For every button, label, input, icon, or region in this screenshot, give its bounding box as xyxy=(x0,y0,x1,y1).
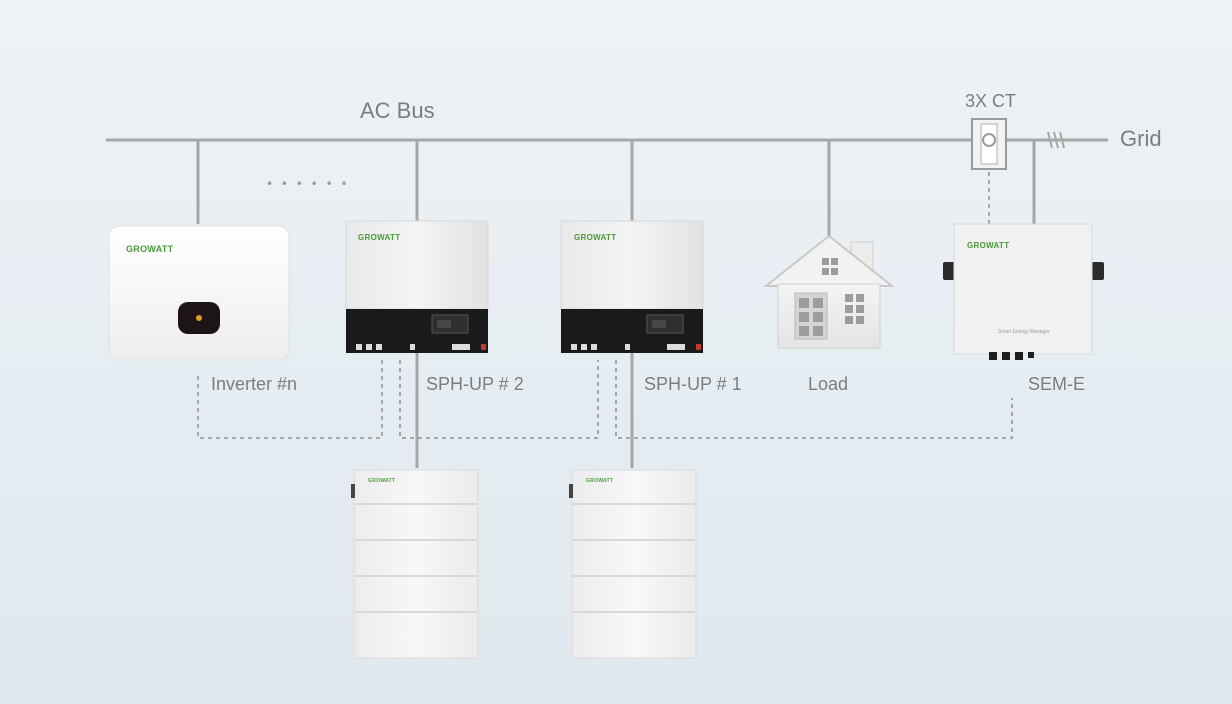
inverter-n-brand: GROWATT xyxy=(126,244,174,254)
inverter-status-led xyxy=(196,315,202,321)
sem-e-brand: GROWATT xyxy=(967,241,1009,250)
ct-label: 3X CT xyxy=(965,91,1016,111)
sem-e-energy-manager: GROWATT Smart Energy Manager xyxy=(943,223,1104,360)
bus-drops xyxy=(196,140,1036,236)
load-label: Load xyxy=(808,374,848,394)
sph-up-1-inverter: GROWATT xyxy=(560,220,704,353)
battery-connections xyxy=(415,353,634,468)
sph-up-2-brand: GROWATT xyxy=(358,233,400,242)
ac-bus-label: AC Bus xyxy=(360,98,435,123)
sph-up-1-brand: GROWATT xyxy=(574,233,616,242)
current-transformer-icon xyxy=(971,118,1007,170)
sem-e-caption: Smart Energy Manager xyxy=(998,329,1050,335)
sph-up-2-label: SPH-UP # 2 xyxy=(426,374,524,394)
battery-stack-1: GROWATT xyxy=(351,469,479,659)
grid-break-icon xyxy=(1047,131,1065,149)
sem-e-label: SEM-E xyxy=(1028,374,1085,394)
inverter-n-label: Inverter #n xyxy=(211,374,297,394)
communication-lines xyxy=(197,360,1013,439)
battery-1-brand: GROWATT xyxy=(368,478,395,484)
house-icon xyxy=(763,234,895,349)
sph-up-2-inverter: GROWATT xyxy=(345,220,489,353)
more-inverters-ellipsis: • • • • • • xyxy=(266,177,350,191)
inverter-n: GROWATT xyxy=(108,225,290,361)
battery-stack-2: GROWATT xyxy=(569,469,697,659)
battery-2-brand: GROWATT xyxy=(586,478,613,484)
sph-up-1-label: SPH-UP # 1 xyxy=(644,374,742,394)
grid-label: Grid xyxy=(1120,126,1162,151)
